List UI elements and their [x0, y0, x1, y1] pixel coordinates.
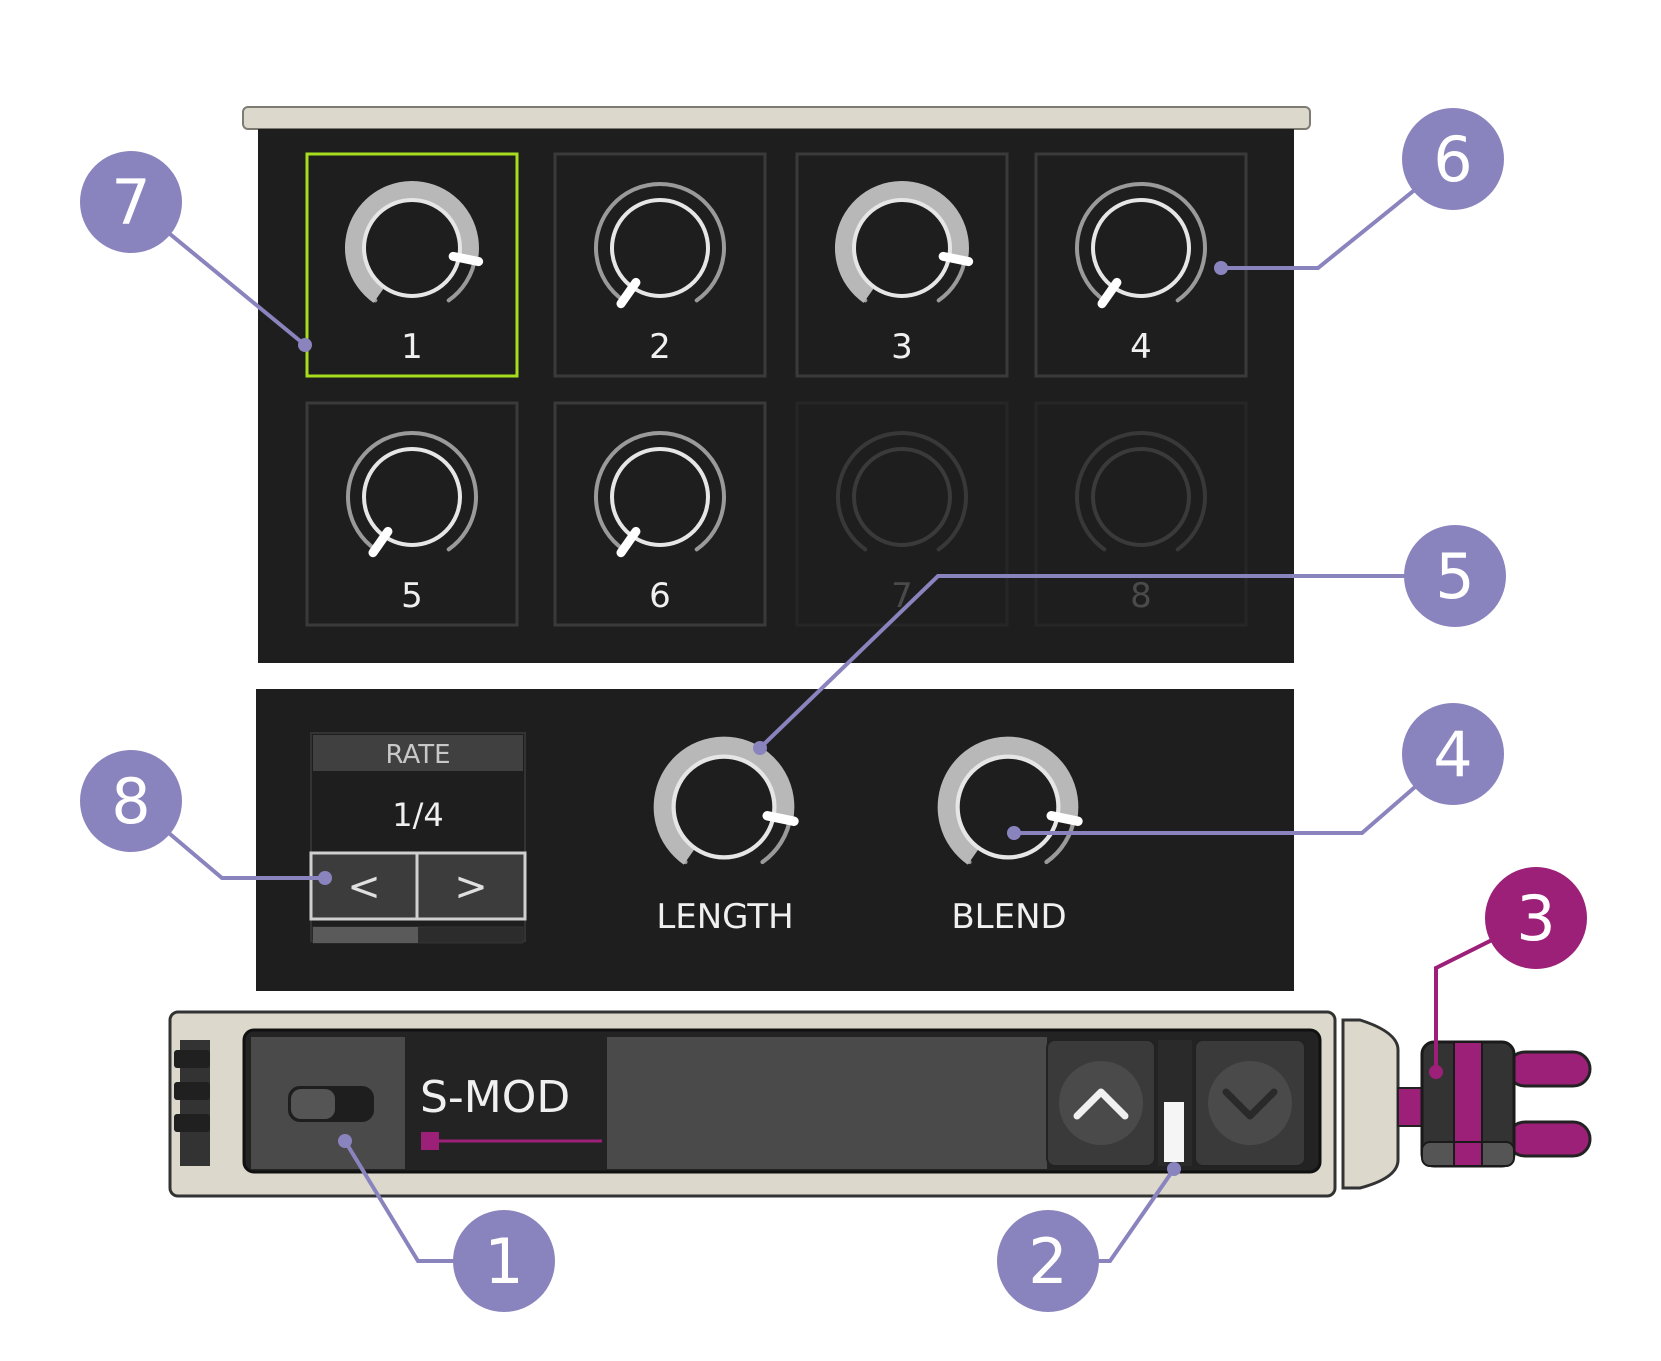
callout-1: 1 — [338, 1134, 555, 1312]
device-color-swatch — [421, 1132, 439, 1150]
rate-next-icon: > — [454, 864, 488, 910]
callout-6: 6 — [1214, 108, 1504, 275]
callout-5: 5 — [753, 525, 1506, 755]
callout-number: 4 — [1433, 718, 1472, 791]
rate-control: RATE 1/4 < > — [309, 732, 527, 944]
callout-number: 7 — [111, 166, 150, 239]
rate-header-label: RATE — [385, 740, 450, 770]
macro-knob-8: 8 — [1034, 401, 1248, 627]
rate-header — [313, 735, 523, 771]
chevron-up-icon — [1073, 1088, 1129, 1120]
macro-knob-label: 2 — [649, 327, 671, 367]
callout-number: 5 — [1435, 540, 1474, 613]
chevron-down-icon — [1222, 1088, 1278, 1120]
scroll-up-button[interactable] — [1046, 1039, 1156, 1167]
device-display — [607, 1037, 1047, 1169]
panel-top-rail — [242, 106, 1311, 130]
device-name: S-MOD — [420, 1072, 570, 1123]
macro-knob-label: 3 — [891, 327, 913, 367]
length-label: LENGTH — [656, 897, 793, 937]
callout-number: 6 — [1433, 123, 1472, 196]
scroll-down-button[interactable] — [1194, 1039, 1306, 1167]
callout-8: 8 — [80, 750, 332, 885]
macro-knob-label: 6 — [649, 576, 671, 616]
device-on-toggle[interactable] — [288, 1086, 374, 1122]
device-end-cap — [1341, 1018, 1400, 1190]
length-knob[interactable] — [653, 736, 799, 865]
macro-knob-1[interactable]: 1 — [305, 152, 519, 378]
rate-value: 1/4 — [392, 796, 444, 834]
macro-knob-2[interactable]: 2 — [553, 152, 767, 378]
callout-2: 2 — [997, 1162, 1181, 1312]
macro-knob-label: 8 — [1130, 576, 1152, 616]
callout-7: 7 — [80, 151, 312, 352]
callout-3: 3 — [1429, 867, 1587, 1079]
macro-knob-grid: 1 2 3 4 5 6 7 8 — [305, 152, 1248, 627]
rate-prev-button[interactable]: < — [309, 851, 419, 921]
callout-4: 4 — [1007, 703, 1504, 840]
macro-knob-label: 4 — [1130, 327, 1152, 367]
macro-knob-4[interactable]: 4 — [1034, 152, 1248, 378]
callout-number: 3 — [1516, 882, 1555, 955]
device-scrollbar-thumb[interactable] — [1164, 1102, 1184, 1162]
macro-knob-3[interactable]: 3 — [795, 152, 1009, 378]
callout-number: 1 — [484, 1225, 523, 1298]
callout-number: 2 — [1028, 1225, 1067, 1298]
blend-label: BLEND — [951, 897, 1066, 937]
rate-next-button[interactable]: > — [415, 851, 527, 921]
macro-knob-5[interactable]: 5 — [305, 401, 519, 627]
macro-knob-label: 5 — [401, 576, 423, 616]
callout-number: 8 — [111, 765, 150, 838]
macro-knob-7: 7 — [795, 401, 1009, 627]
macro-knob-label: 1 — [401, 327, 423, 367]
rate-prev-icon: < — [347, 864, 381, 910]
rate-progress-fill — [313, 927, 418, 943]
device-strip: S-MOD — [168, 1010, 1400, 1198]
macro-knob-6[interactable]: 6 — [553, 401, 767, 627]
callout-layer: 1 2 3 4 5 6 7 8 — [80, 108, 1587, 1312]
cable-connector[interactable] — [1397, 1040, 1592, 1168]
